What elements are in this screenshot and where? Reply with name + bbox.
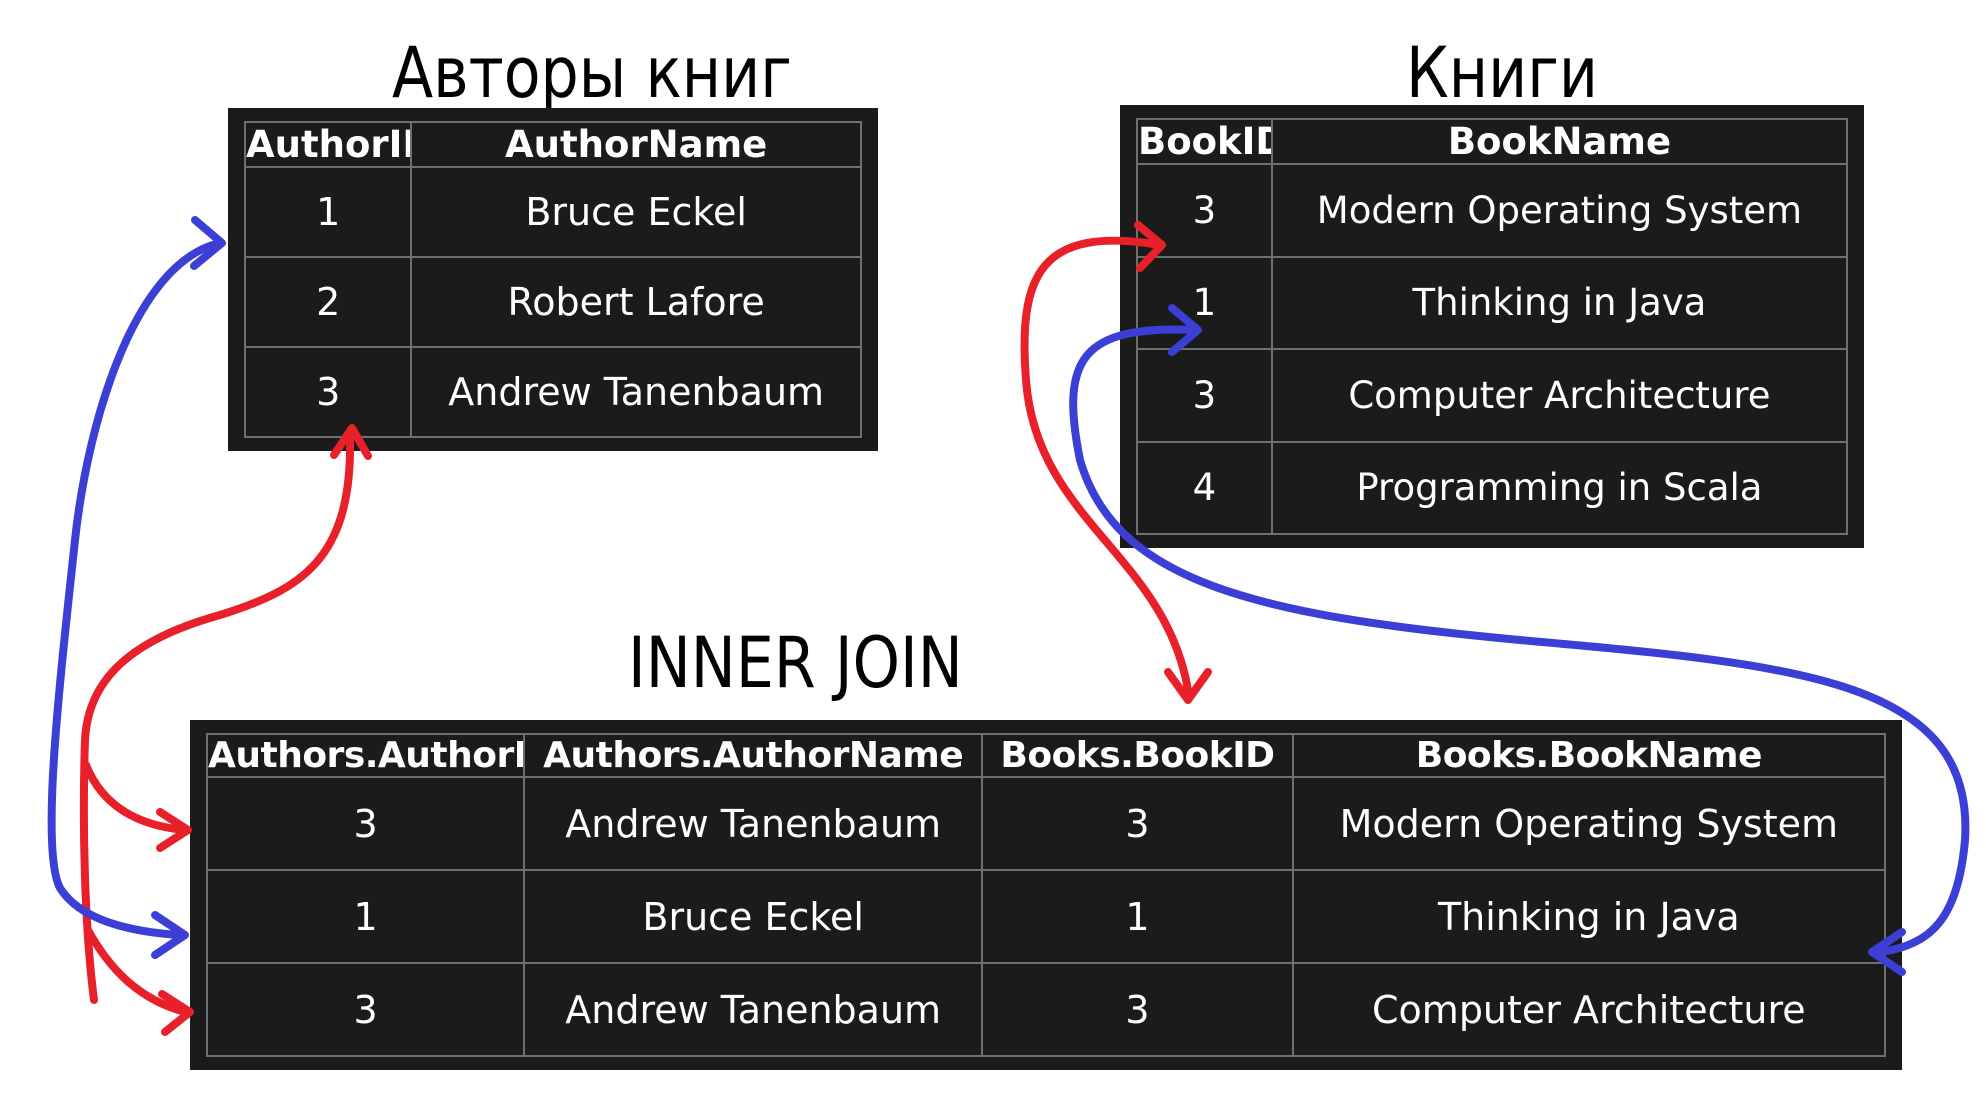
- books-cell-id: 3: [1136, 348, 1273, 443]
- table-row: 3 Andrew Tanenbaum 3 Computer Architectu…: [205, 962, 1887, 1057]
- join-cell-author-name: Bruce Eckel: [523, 869, 984, 964]
- authors-cell-id: 1: [243, 166, 413, 258]
- authors-cell-name: Andrew Tanenbaum: [410, 346, 862, 438]
- table-row: 1 Bruce Eckel 1 Thinking in Java: [205, 869, 1887, 964]
- table-row: 3 Andrew Tanenbaum 3 Modern Operating Sy…: [205, 776, 1887, 871]
- books-cell-name: Thinking in Java: [1270, 255, 1849, 350]
- inner-join-table: Authors.AuthorID Authors.AuthorName Book…: [190, 720, 1902, 1070]
- join-cell-author-name: Andrew Tanenbaum: [523, 776, 984, 871]
- books-cell-id: 4: [1136, 440, 1273, 535]
- table-row: 3 Modern Operating System: [1136, 163, 1849, 258]
- join-cell-author-name: Andrew Tanenbaum: [523, 962, 984, 1057]
- red-branch-to-join-row3: [84, 926, 189, 1016]
- books-table: BookID BookName 3 Modern Operating Syste…: [1120, 105, 1864, 548]
- red-arrowhead-join-bookid: [1164, 668, 1212, 704]
- books-header-bookid: BookID: [1136, 118, 1273, 165]
- join-cell-author-id: 1: [205, 869, 526, 964]
- join-cell-author-id: 3: [205, 962, 526, 1057]
- join-cell-author-id: 3: [205, 776, 526, 871]
- books-header-bookname: BookName: [1270, 118, 1849, 165]
- authors-header-authorname: AuthorName: [410, 121, 862, 168]
- red-branch-to-join-row1: [82, 761, 189, 834]
- authors-table-title: Авторы книг: [392, 32, 792, 114]
- join-header-book-id: Books.BookID: [981, 733, 1294, 778]
- join-cell-book-id: 3: [981, 962, 1294, 1057]
- books-cell-name: Modern Operating System: [1270, 163, 1849, 258]
- books-cell-id: 1: [1136, 255, 1273, 350]
- authors-header-row: AuthorID AuthorName: [243, 121, 862, 168]
- books-header-row: BookID BookName: [1136, 118, 1849, 165]
- table-row: 3 Computer Architecture: [1136, 348, 1849, 443]
- join-cell-book-name: Thinking in Java: [1291, 869, 1887, 964]
- join-header-author-name: Authors.AuthorName: [523, 733, 984, 778]
- join-cell-book-id: 3: [981, 776, 1294, 871]
- authors-cell-name: Robert Lafore: [410, 256, 862, 348]
- join-header-book-name: Books.BookName: [1291, 733, 1887, 778]
- table-row: 3 Andrew Tanenbaum: [243, 346, 862, 438]
- blue-arrowhead-join-row2: [151, 911, 189, 959]
- authors-cell-id: 2: [243, 256, 413, 348]
- authors-header-authorid: AuthorID: [243, 121, 413, 168]
- books-cell-name: Computer Architecture: [1270, 348, 1849, 443]
- blue-arrowhead-author1: [190, 216, 226, 270]
- table-row: 4 Programming in Scala: [1136, 440, 1849, 535]
- table-row: 1 Bruce Eckel: [243, 166, 862, 258]
- join-cell-book-name: Computer Architecture: [1291, 962, 1887, 1057]
- join-header-row: Authors.AuthorID Authors.AuthorName Book…: [205, 733, 1887, 778]
- books-table-title: Книги: [1406, 32, 1598, 114]
- authors-cell-name: Bruce Eckel: [410, 166, 862, 258]
- join-cell-book-id: 1: [981, 869, 1294, 964]
- books-cell-name: Programming in Scala: [1270, 440, 1849, 535]
- table-row: 1 Thinking in Java: [1136, 255, 1849, 350]
- join-cell-book-name: Modern Operating System: [1291, 776, 1887, 871]
- red-arrowhead-join-row3: [158, 990, 194, 1036]
- inner-join-title: INNER JOIN: [628, 622, 963, 704]
- red-arrowhead-join-row1: [156, 808, 192, 852]
- table-row: 2 Robert Lafore: [243, 256, 862, 348]
- authors-table: AuthorID AuthorName 1 Bruce Eckel 2 Robe…: [228, 108, 878, 451]
- books-cell-id: 3: [1136, 163, 1273, 258]
- join-header-author-id: Authors.AuthorID: [205, 733, 526, 778]
- authors-cell-id: 3: [243, 346, 413, 438]
